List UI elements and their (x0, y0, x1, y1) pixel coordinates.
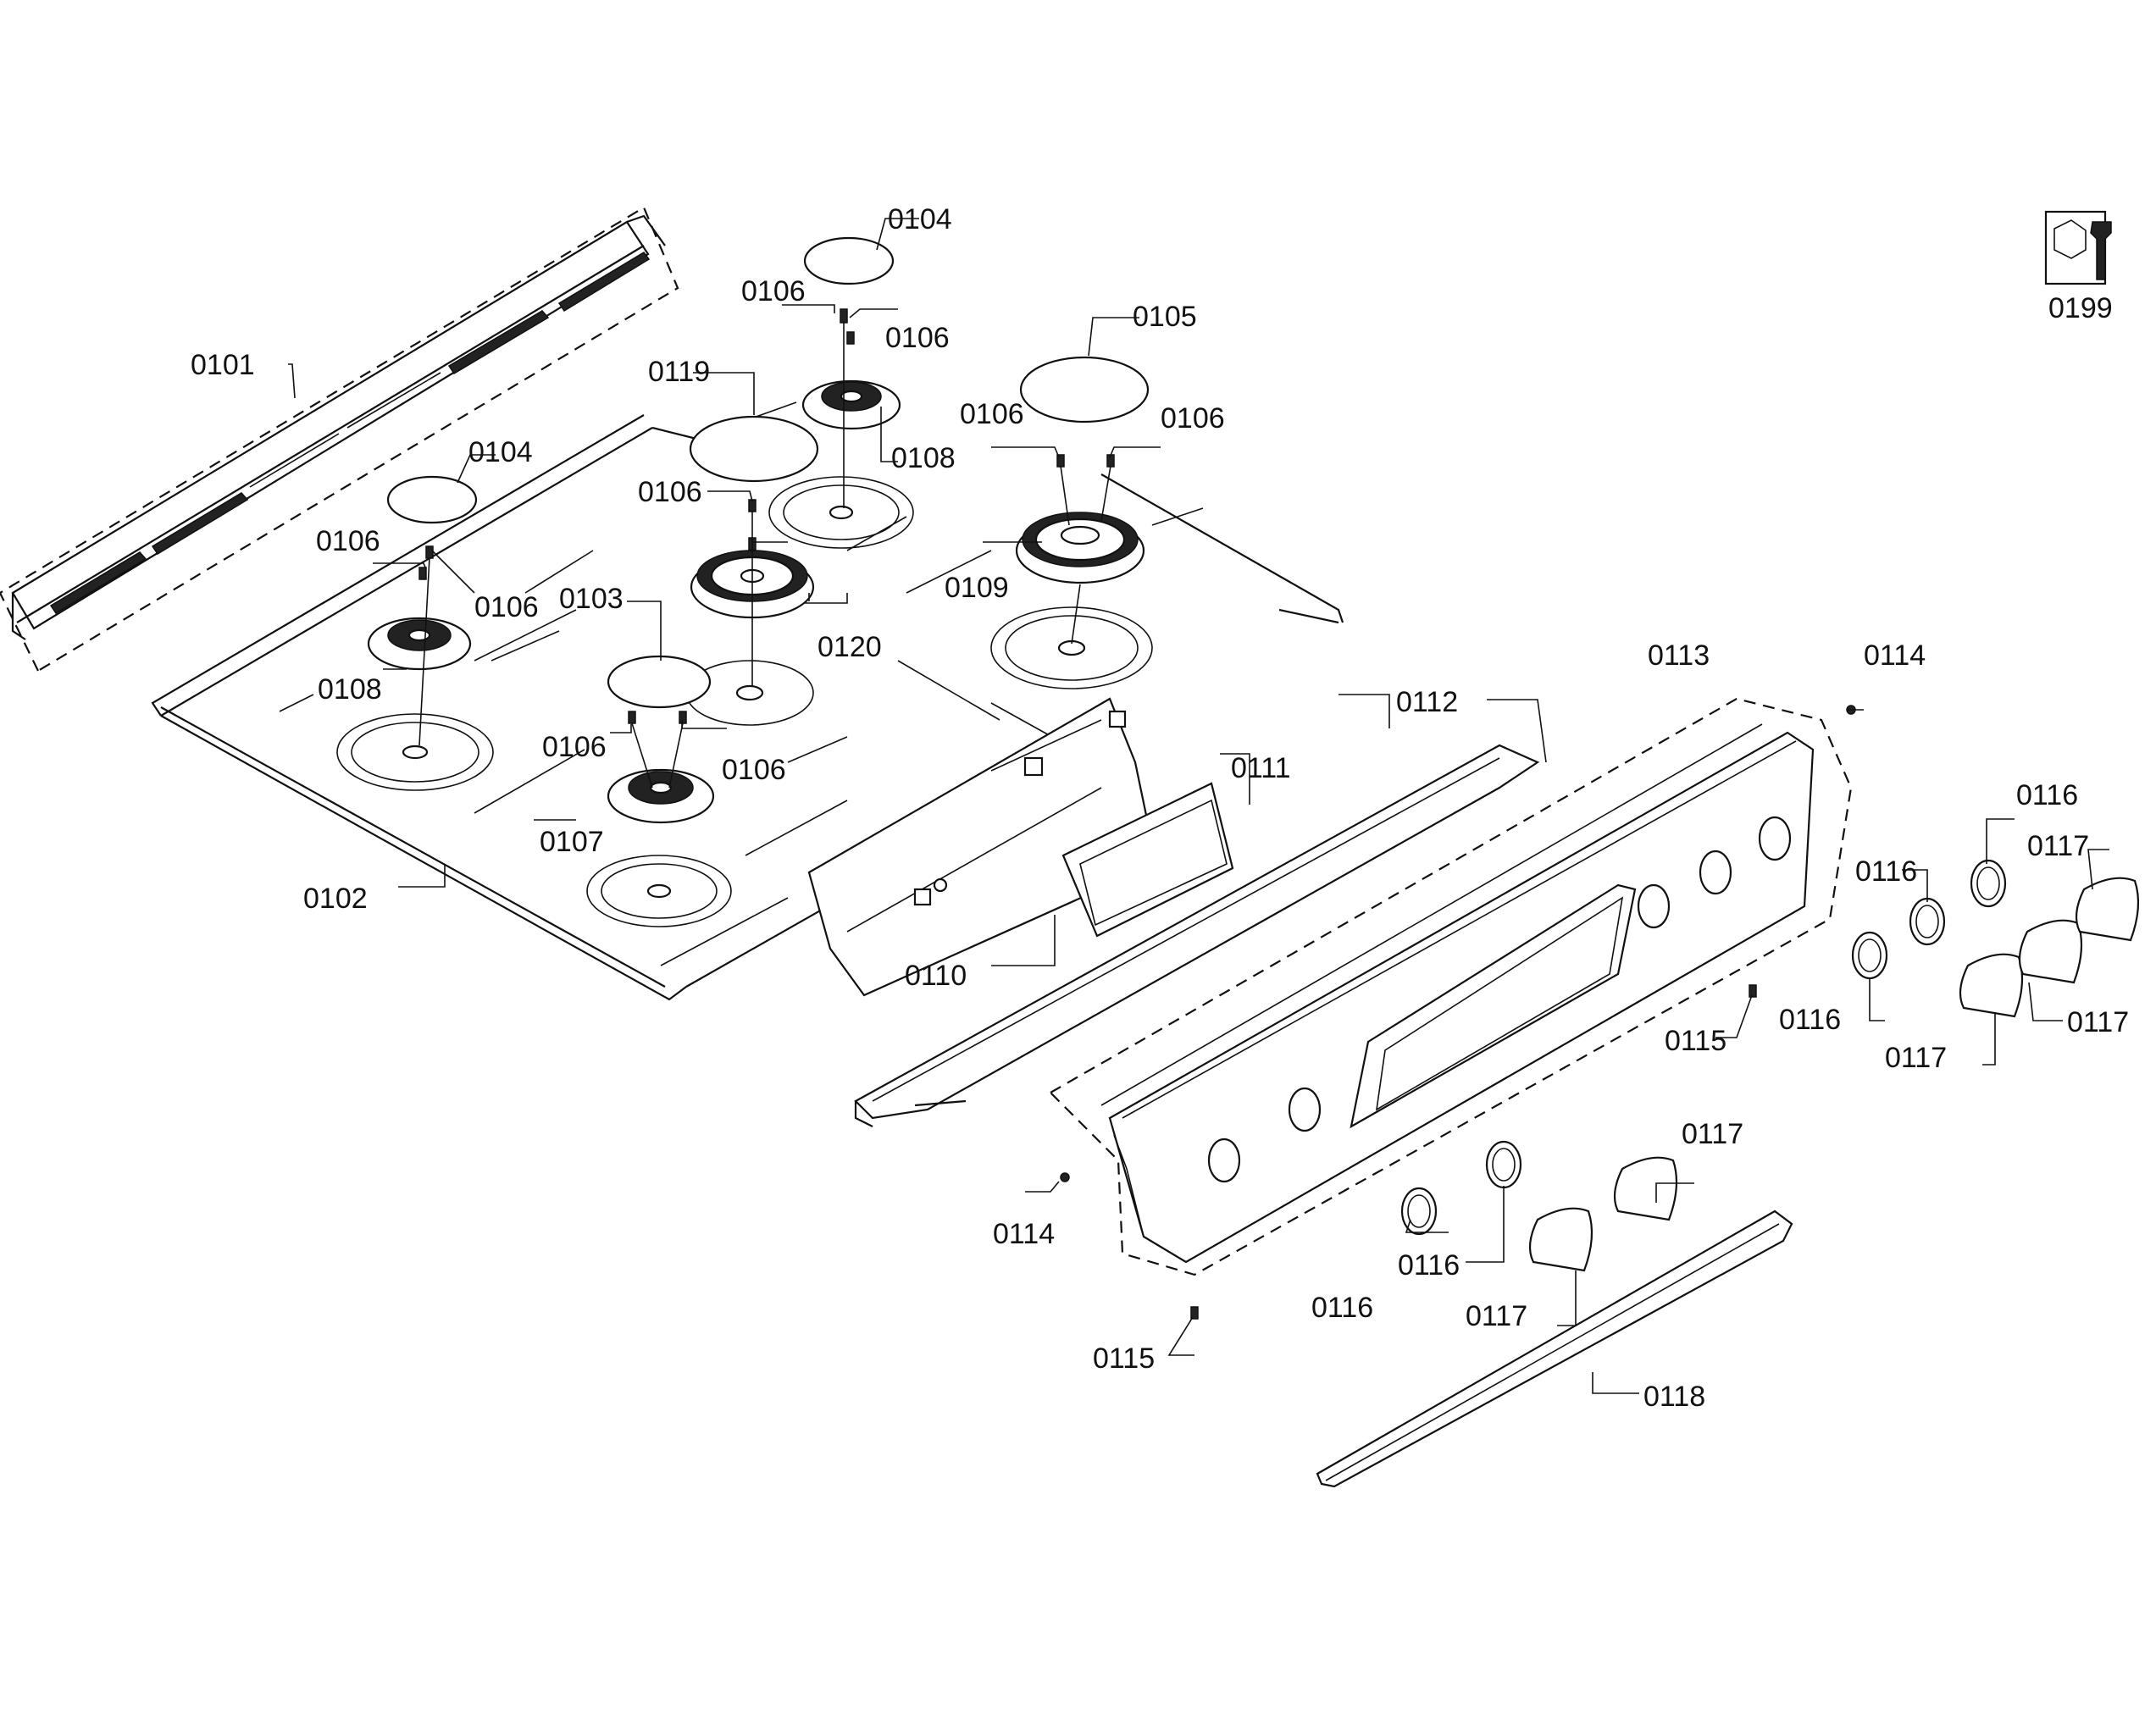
label-0115-left: 0115 (1093, 1342, 1155, 1375)
callout-labels: 0101 0102 0103 0104 0104 0105 0106 0106 … (191, 203, 2129, 1413)
label-0105: 0105 (1133, 301, 1197, 333)
label-0117-e: 0117 (2027, 830, 2089, 862)
part-0112-rail[interactable] (854, 744, 1540, 1127)
wrench-nut-icon[interactable] (2044, 210, 2112, 285)
label-0103: 0103 (559, 583, 624, 615)
part-0103-cap[interactable] (607, 655, 712, 709)
label-0106-i: 0106 (722, 754, 786, 786)
part-0104-cap-top[interactable] (803, 236, 895, 285)
label-0199: 0199 (2048, 292, 2113, 324)
part-0104-cap-left[interactable] (386, 475, 478, 524)
part-0101-rear-vent-trim[interactable] (0, 206, 679, 673)
part-0113-control-panel[interactable] (1049, 697, 1853, 1276)
label-0117-d: 0117 (2067, 1006, 2129, 1038)
label-0117-b: 0117 (1682, 1118, 1743, 1150)
label-0112: 0112 (1396, 686, 1458, 718)
label-0119: 0119 (648, 356, 710, 388)
label-0106-h: 0106 (542, 731, 607, 763)
label-0106-c: 0106 (960, 398, 1024, 430)
label-0120: 0120 (818, 631, 882, 663)
label-0106-a: 0106 (741, 275, 806, 307)
part-0107-burner[interactable] (607, 768, 715, 824)
label-0101: 0101 (191, 349, 255, 381)
part-0102-cooktop[interactable] (151, 401, 1344, 1001)
leader-lines (288, 218, 2109, 1394)
label-0116-e: 0116 (2016, 779, 2078, 811)
label-0109: 0109 (945, 572, 1009, 604)
label-0110: 0110 (905, 960, 967, 992)
part-0109-burner[interactable] (1015, 512, 1145, 584)
knobs-0117[interactable] (1528, 877, 2140, 1272)
label-0102: 0102 (303, 883, 368, 915)
part-0118-strip[interactable] (1316, 1210, 1793, 1488)
label-0116-a: 0116 (1311, 1292, 1373, 1324)
burner-seats (336, 476, 1153, 927)
label-0114-left: 0114 (993, 1218, 1055, 1250)
label-0118: 0118 (1643, 1381, 1705, 1413)
label-0108-top: 0108 (891, 442, 956, 474)
label-0115-right: 0115 (1665, 1025, 1726, 1057)
label-0117-c: 0117 (1885, 1042, 1947, 1074)
label-0113: 0113 (1648, 639, 1710, 672)
label-0106-e: 0106 (638, 476, 702, 508)
label-0104-left: 0104 (468, 436, 533, 468)
label-0107: 0107 (540, 826, 604, 858)
screws-0114-0115[interactable] (1060, 705, 1856, 1320)
label-0116-d: 0116 (1855, 855, 1917, 888)
label-0117-a: 0117 (1466, 1300, 1527, 1332)
label-0106-g: 0106 (474, 591, 539, 623)
label-0108-left: 0108 (318, 673, 382, 706)
bezels-0116[interactable] (1400, 859, 2007, 1236)
part-0119-cap[interactable] (689, 415, 819, 483)
label-0114-right: 0114 (1864, 639, 1926, 672)
label-0106-f: 0106 (316, 525, 380, 557)
label-0116-c: 0116 (1779, 1004, 1841, 1036)
label-0106-b: 0106 (885, 322, 950, 354)
part-0108-burner-top[interactable] (801, 379, 901, 430)
label-0116-b: 0116 (1398, 1249, 1460, 1281)
part-0108-burner-left[interactable] (367, 617, 472, 671)
alignment-lines (418, 322, 1111, 789)
label-0106-d: 0106 (1161, 402, 1225, 435)
label-0111: 0111 (1231, 752, 1291, 784)
part-0111-display-module[interactable] (1061, 782, 1234, 938)
label-0104-top: 0104 (888, 203, 952, 235)
part-0105-cap-large[interactable] (1019, 356, 1150, 423)
